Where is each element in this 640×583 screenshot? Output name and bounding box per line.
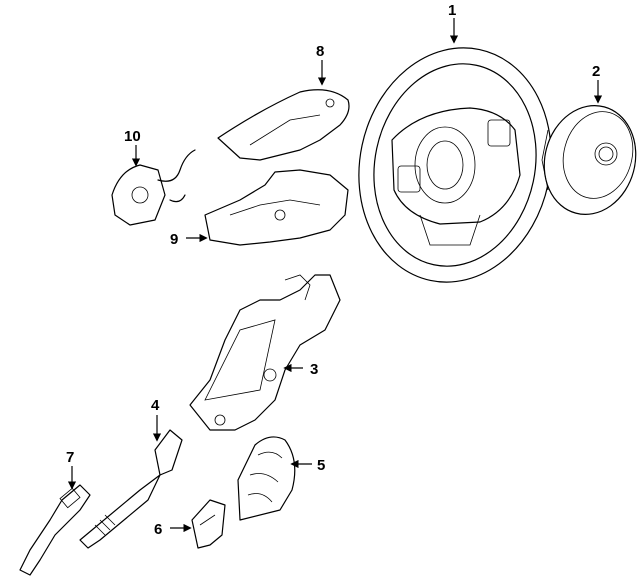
callout-10: 10 <box>124 128 141 145</box>
steering-wheel <box>358 47 552 283</box>
callout-6: 6 <box>154 521 162 538</box>
callout-1: 1 <box>448 2 456 19</box>
upper-column-cover <box>217 89 350 161</box>
callout-7: 7 <box>66 449 74 466</box>
callout-4: 4 <box>151 397 160 414</box>
callout-3: 3 <box>310 361 318 378</box>
small-cover <box>191 499 226 549</box>
column-boot <box>237 436 296 521</box>
callout-5: 5 <box>317 457 325 474</box>
callout-2: 2 <box>592 63 600 80</box>
callout-8: 8 <box>316 43 324 60</box>
callout-9: 9 <box>170 231 178 248</box>
lower-shaft <box>19 484 91 576</box>
steering-column <box>189 274 341 431</box>
lower-column-cover <box>204 169 349 246</box>
intermediate-shaft <box>79 429 183 549</box>
clock-spring <box>111 149 196 226</box>
airbag-module <box>541 105 637 215</box>
